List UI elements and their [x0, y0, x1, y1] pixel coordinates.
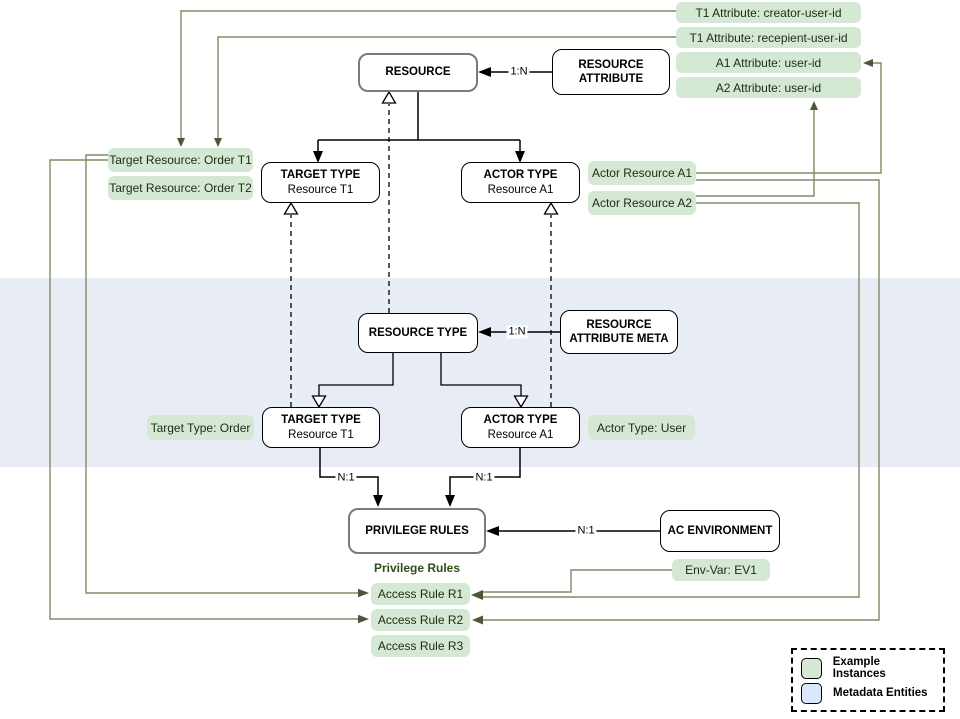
entity-box-privilege-rules: PRIVILEGE RULES [348, 508, 486, 554]
legend-row-metadata-entities: Metadata Entities [801, 682, 935, 704]
instance-label-a2-attribute: A2 Attribute: user-id [676, 77, 861, 98]
cardinality-label: N:1 [575, 524, 597, 538]
instance-label-target-resource-t2: Target Resource: Order T2 [108, 176, 253, 200]
entity-title: TARGET TYPE [281, 414, 361, 427]
entity-title: ACTOR TYPE [483, 414, 558, 427]
entity-box-resource: RESOURCE [358, 53, 478, 92]
entity-box-resource-attribute: RESOURCE ATTRIBUTE [552, 49, 670, 95]
entity-subtitle: Resource T1 [288, 428, 354, 441]
entity-box-target-type-instance: TARGET TYPE Resource T1 [261, 162, 380, 203]
cardinality-label: N:1 [473, 471, 495, 485]
entity-title: TARGET TYPE [280, 169, 361, 182]
entity-box-resource-type: RESOURCE TYPE [358, 313, 478, 353]
entity-box-actor-type-meta: ACTOR TYPE Resource A1 [461, 407, 580, 448]
cardinality-label: 1:N [506, 325, 528, 339]
entity-subtitle: Resource A1 [487, 428, 554, 441]
entity-box-resource-attribute-meta: RESOURCE ATTRIBUTE META [560, 310, 678, 354]
instance-label-a1-attribute: A1 Attribute: user-id [676, 52, 861, 73]
legend-label: Example Instances [832, 656, 886, 681]
entity-box-target-type-meta: TARGET TYPE Resource T1 [262, 407, 380, 448]
instance-label-t1-attribute-recipient: T1 Attribute: recepient-user-id [676, 27, 861, 48]
entity-title: ACTOR TYPE [483, 169, 558, 182]
entity-title: RESOURCE ATTRIBUTE META [569, 318, 669, 345]
instance-label-t1-attribute-creator: T1 Attribute: creator-user-id [676, 2, 861, 23]
instance-label-access-rule-r2: Access Rule R2 [371, 609, 470, 631]
entity-subtitle: Resource T1 [287, 183, 354, 196]
entity-title: PRIVILEGE RULES [365, 524, 469, 537]
privilege-rules-group-heading: Privilege Rules [373, 561, 461, 575]
entity-title: RESOURCE [385, 66, 451, 79]
instance-label-access-rule-r3: Access Rule R3 [371, 635, 470, 657]
legend-label: Metadata Entities [833, 687, 928, 700]
instance-label-actor-resource-a2: Actor Resource A2 [588, 191, 696, 215]
entity-box-ac-environment: AC ENVIRONMENT [660, 510, 780, 552]
entity-subtitle: Resource A1 [487, 183, 554, 196]
instance-label-target-resource-t1: Target Resource: Order T1 [108, 148, 253, 172]
instance-label-actor-type-user: Actor Type: User [588, 415, 695, 440]
cardinality-label: 1:N [508, 65, 530, 79]
cardinality-label: N:1 [335, 471, 357, 485]
entity-title: RESOURCE TYPE [368, 326, 468, 339]
legend-row-example-instances: Example Instances [801, 656, 935, 680]
entity-title: RESOURCE ATTRIBUTE [578, 58, 644, 85]
metadata-entities-swatch [801, 682, 822, 704]
example-instances-swatch [801, 657, 822, 679]
instance-label-access-rule-r1: Access Rule R1 [371, 583, 470, 605]
entity-box-actor-type-instance: ACTOR TYPE Resource A1 [461, 162, 580, 203]
instance-label-env-var-ev1: Env-Var: EV1 [672, 559, 770, 581]
instance-label-actor-resource-a1: Actor Resource A1 [588, 161, 696, 185]
instance-label-target-type-order: Target Type: Order [147, 415, 254, 440]
legend: Example Instances Metadata Entities [791, 648, 945, 712]
entity-title: AC ENVIRONMENT [667, 524, 773, 537]
